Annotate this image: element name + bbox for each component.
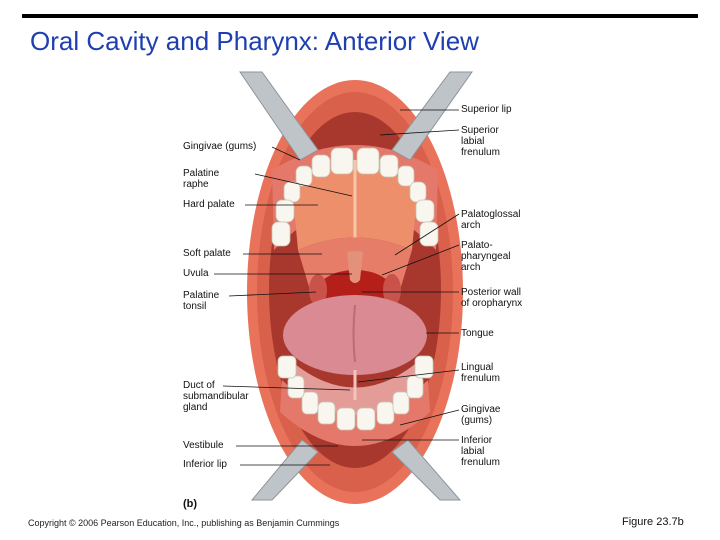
label-superior-labial-frenulum: Superior labial frenulum [461,125,500,158]
label-submandibular-duct: Duct of submandibular gland [183,380,249,413]
label-vestibule: Vestibule [183,440,224,451]
label-soft-palate: Soft palate [183,248,231,259]
label-superior-lip: Superior lip [461,104,512,115]
lower-gums [280,380,430,446]
upper-teeth [271,147,439,247]
leader-lines-left [214,146,353,466]
label-palatopharyngeal-arch: Palato- pharyngeal arch [461,240,511,273]
label-hard-palate: Hard palate [183,199,235,210]
retractor-top-left [239,71,319,161]
label-palatine-raphe: Palatine raphe [183,168,220,190]
label-lingual-frenulum: Lingual frenulum [461,362,500,384]
retractor-bottom-right [391,439,462,501]
label-palatine-tonsil: Palatine tonsil [183,290,220,312]
top-rule [22,14,698,18]
label-gingivae-upper: Gingivae (gums) [183,141,257,152]
tongue-groove [352,304,356,363]
label-tongue: Tongue [461,328,494,339]
label-inferior-lip: Inferior lip [183,459,227,470]
copyright-notice: Copyright © 2006 Pearson Education, Inc.… [28,518,340,528]
uvula-shape [347,251,363,283]
right-tonsil [383,274,401,306]
tongue-shape [283,295,427,375]
left-tonsil [309,274,327,306]
label-uvula: Uvula [183,268,209,279]
label-palatoglossal-arch: Palatoglossal arch [461,209,521,231]
label-posterior-wall: Posterior wall of oropharynx [461,287,523,309]
lower-teeth [277,355,434,431]
retractor-bottom-left [250,439,319,501]
figure-number: Figure 23.7b [622,516,684,528]
label-inferior-labial-frenulum: Inferior labial frenulum [461,435,500,468]
panel-letter: (b) [183,498,198,510]
slide-title: Oral Cavity and Pharynx: Anterior View [30,26,479,56]
label-gingivae-lower: Gingivae (gums) [461,404,501,426]
leader-lines-right [357,109,460,441]
retractor-top-right [391,71,473,161]
